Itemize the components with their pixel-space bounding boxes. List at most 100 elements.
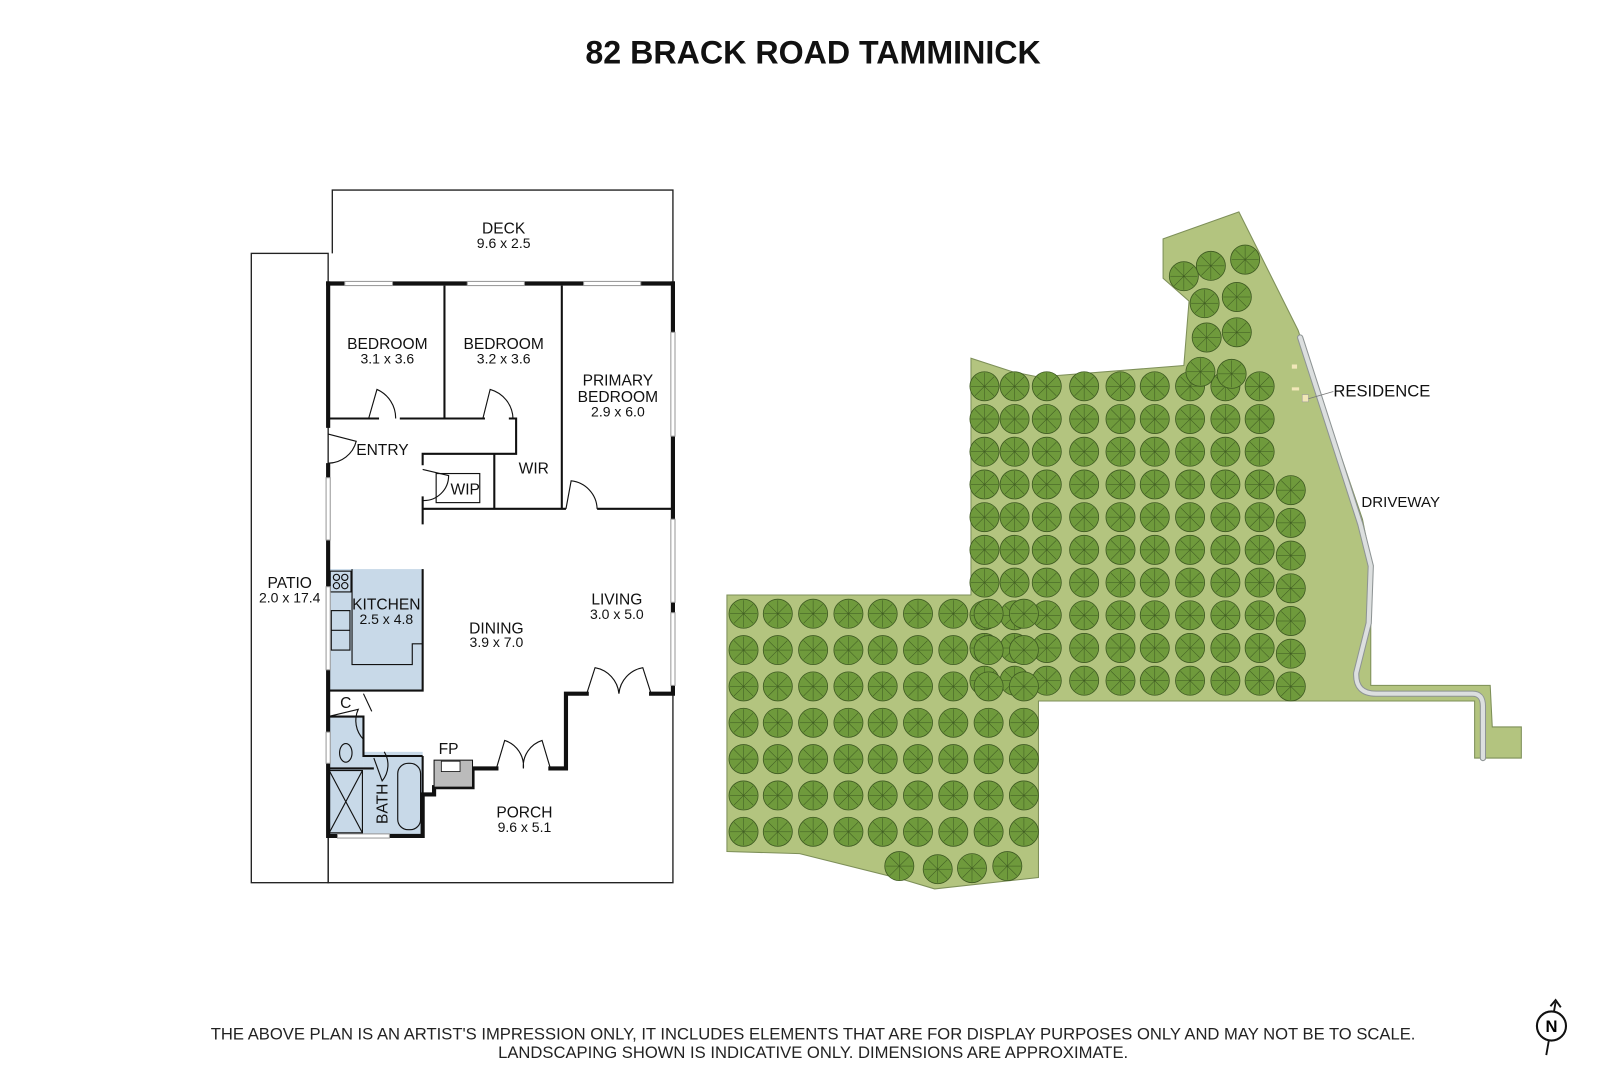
window xyxy=(336,833,390,839)
deck-label: DECK xyxy=(482,221,526,238)
tree-icon xyxy=(1175,567,1206,598)
tree-icon xyxy=(1189,288,1220,319)
kitchen-bench xyxy=(351,569,423,666)
porch-label: PORCH xyxy=(496,804,552,821)
tree-icon xyxy=(973,707,1004,738)
tree-icon xyxy=(1244,665,1275,696)
tree-icon xyxy=(728,780,759,811)
tree-icon xyxy=(833,635,864,666)
tree-icon xyxy=(1008,671,1039,702)
fireplace-label: FP xyxy=(439,741,459,758)
tree-icon xyxy=(1275,475,1306,506)
tree-icon xyxy=(798,598,829,629)
tree-icon xyxy=(938,744,969,775)
tree-icon xyxy=(1031,404,1062,434)
tree-icon xyxy=(903,744,933,775)
tree-icon xyxy=(1210,502,1241,533)
tree-icon xyxy=(938,780,969,811)
tree-icon xyxy=(1031,502,1062,533)
bath-area xyxy=(363,751,423,836)
tree-icon xyxy=(884,851,915,882)
tree-icon xyxy=(728,635,759,666)
tree-icon xyxy=(833,744,864,775)
bedroom-label: BEDROOM xyxy=(463,336,543,353)
tree-icon xyxy=(999,404,1030,434)
tree-icon xyxy=(1175,502,1206,533)
window xyxy=(670,331,676,437)
tree-icon xyxy=(728,671,759,702)
tree-icon xyxy=(1031,600,1062,631)
tree-icon xyxy=(1175,436,1206,467)
tree-icon xyxy=(1069,436,1100,467)
tree-icon xyxy=(973,744,1004,775)
tree-icon xyxy=(762,744,793,775)
dining-label: DINING xyxy=(469,620,523,637)
tree-icon xyxy=(1139,404,1170,434)
tree-icon xyxy=(1069,600,1100,631)
tree-icon xyxy=(999,469,1030,500)
door xyxy=(328,693,373,740)
tree-icon xyxy=(1244,502,1275,533)
tree-icon xyxy=(1069,469,1100,500)
tree-icon xyxy=(1275,671,1306,702)
primary-bedroom-size: 2.9 x 6.0 xyxy=(591,403,645,419)
tree-icon xyxy=(798,671,829,702)
wall-exterior xyxy=(326,281,675,839)
entry-label: ENTRY xyxy=(356,442,409,459)
tree-icon xyxy=(762,816,793,847)
window xyxy=(344,280,394,287)
tree-icon xyxy=(1105,502,1136,533)
tree-icon xyxy=(1175,469,1206,500)
tree-icon xyxy=(1175,534,1206,565)
tree-icon xyxy=(1008,816,1039,847)
french-doors xyxy=(586,667,652,694)
pantry-shelf xyxy=(435,472,481,504)
tree-icon xyxy=(1275,507,1306,538)
tree-icon xyxy=(1275,573,1306,604)
tree-icon xyxy=(867,707,898,738)
tree-icon xyxy=(999,436,1030,467)
tree-icon xyxy=(1008,744,1039,775)
tree-icon xyxy=(1031,436,1062,467)
tree-icon xyxy=(728,707,759,738)
door xyxy=(368,388,397,419)
tree-icon xyxy=(1139,436,1170,467)
cupboard-label: C xyxy=(340,695,351,712)
orchard-trees xyxy=(728,244,1306,885)
tree-icon xyxy=(999,371,1030,402)
tree-icon xyxy=(833,816,864,847)
kitchen-size: 2.5 x 4.8 xyxy=(359,611,413,627)
tree-icon xyxy=(1244,371,1275,402)
tree-icon xyxy=(1069,534,1100,565)
tree-icon xyxy=(1105,534,1136,565)
floor-plan: DECK 9.6 x 2.5 BEDROOM 3.1 x 3.6 BEDROOM… xyxy=(250,189,676,884)
tree-icon xyxy=(1008,598,1039,629)
patio-outline xyxy=(250,252,329,884)
tree-icon xyxy=(973,635,1004,666)
patio-label: PATIO xyxy=(268,575,312,592)
residence-leader-line xyxy=(1308,391,1334,400)
tree-icon xyxy=(1139,633,1170,663)
tree-icon xyxy=(1275,638,1306,669)
living-label: LIVING xyxy=(591,591,642,608)
tree-icon xyxy=(903,598,933,629)
tree-icon xyxy=(728,816,759,847)
entry-door xyxy=(328,433,357,464)
tree-icon xyxy=(1210,600,1241,631)
tree-icon xyxy=(1105,469,1136,500)
tree-icon xyxy=(1210,404,1241,434)
tree-icon xyxy=(922,854,953,885)
window xyxy=(466,280,525,287)
tree-icon xyxy=(1275,540,1306,571)
tree-icon xyxy=(1031,371,1062,402)
tree-icon xyxy=(903,671,933,702)
tree-icon xyxy=(1139,567,1170,598)
outbuilding xyxy=(1291,364,1298,369)
residence-building xyxy=(1301,394,1309,403)
kitchen-label: KITCHEN xyxy=(352,597,420,614)
deck-outline xyxy=(331,189,674,284)
tree-icon xyxy=(1195,250,1226,281)
tree-icon xyxy=(1210,665,1241,696)
tree-icon xyxy=(1275,606,1306,636)
